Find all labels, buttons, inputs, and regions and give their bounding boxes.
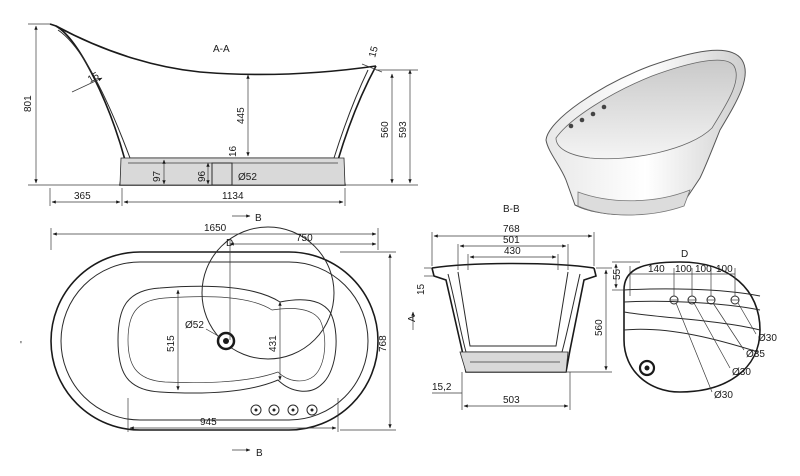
dim-560-aa: 560 [380, 121, 391, 138]
dim-hole-a: Ø30 [758, 333, 777, 344]
edge-mark: ' [20, 340, 22, 351]
dim-100-c: 100 [716, 264, 733, 275]
dim-501: 501 [503, 235, 520, 246]
dim-16: 16 [228, 145, 239, 157]
dim-503: 503 [503, 395, 520, 406]
dim-1650: 1650 [204, 223, 227, 234]
section-aa-view: A-A 801 15 15 445 560 593 16 [23, 23, 418, 206]
cut-a: A [407, 315, 418, 322]
tub-3d-illustration [545, 49, 746, 216]
dim-55: 55 [612, 268, 623, 280]
dim-15-bb: 15 [416, 283, 427, 295]
dim-430: 430 [504, 246, 521, 257]
cut-b-top: B [255, 213, 262, 224]
dim-drain-aa: Ø52 [238, 172, 257, 183]
dim-515: 515 [166, 335, 177, 352]
section-bb-title: B-B [503, 204, 520, 215]
aa-rim-curve [55, 25, 377, 76]
section-aa-title: A-A [213, 44, 230, 55]
detail-d-circle [201, 226, 335, 360]
dim-750: 750 [296, 233, 313, 244]
dim-945: 945 [200, 417, 217, 428]
dim-drain-plan: Ø52 [185, 320, 204, 331]
dim-593: 593 [398, 121, 409, 138]
dim-431: 431 [268, 335, 279, 352]
plan-view: B B D 1650 750 768 [20, 213, 418, 459]
dim-768-bb: 768 [503, 224, 520, 235]
detail-d-boundary [623, 261, 761, 393]
dim-hole-d: Ø30 [714, 390, 733, 401]
dim-15-left: 15 [86, 70, 102, 85]
dim-140: 140 [648, 264, 665, 275]
dim-100-a: 100 [675, 264, 692, 275]
dim-1134: 1134 [222, 191, 244, 202]
cut-b-bottom: B [256, 448, 263, 459]
dim-445: 445 [236, 107, 247, 124]
section-bb-view: B-B 768 501 430 15 560 15,2 [416, 204, 612, 410]
dim-96: 96 [197, 170, 208, 182]
dim-801: 801 [23, 95, 34, 112]
plan-outer-rim [50, 251, 379, 431]
dim-768-plan: 768 [378, 335, 389, 352]
detail-d-marker: D [226, 238, 233, 249]
dim-15-2: 15,2 [432, 382, 452, 393]
dim-15-top: 15 [367, 45, 381, 59]
detail-d-view: D 140 100 100 100 55 Ø30 Ø35 [612, 249, 777, 401]
aa-drain-column [211, 162, 233, 186]
dim-100-b: 100 [695, 264, 712, 275]
dim-97: 97 [152, 170, 163, 182]
dim-hole-b: Ø35 [746, 349, 765, 360]
dim-365: 365 [74, 191, 91, 202]
dim-hole-c: Ø30 [732, 367, 751, 378]
dim-560-bb: 560 [594, 319, 605, 336]
detail-d-title: D [681, 249, 688, 260]
